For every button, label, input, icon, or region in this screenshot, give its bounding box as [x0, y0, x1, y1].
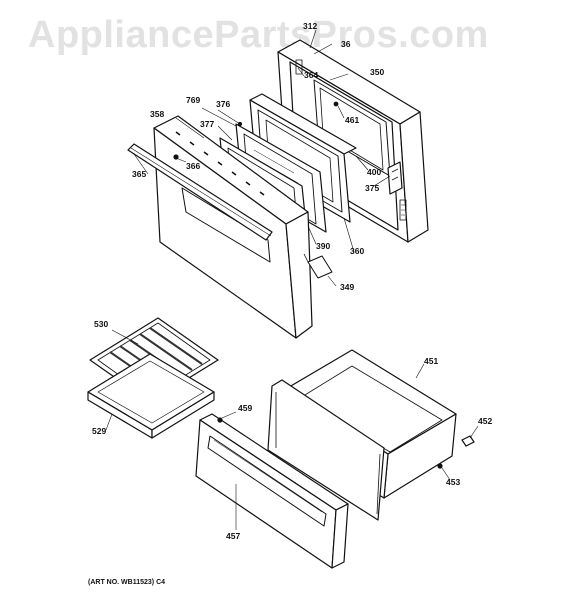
- art-number-note: (ART NO. WB11523) C4: [88, 579, 166, 586]
- callout-453: 453: [446, 477, 461, 487]
- glide-452: [461, 435, 475, 447]
- callout-350: 350: [370, 67, 385, 77]
- callout-390: 390: [316, 241, 331, 251]
- callout-312: 312: [303, 21, 318, 31]
- callout-358: 358: [150, 109, 165, 119]
- callout-769: 769: [186, 95, 201, 105]
- screw-461: [333, 101, 339, 107]
- callout-365: 365: [132, 169, 147, 179]
- handle-365: [127, 143, 273, 241]
- drawer-inner-panel: [267, 379, 385, 521]
- broiler-pan-529: [87, 353, 215, 439]
- watermark: AppliancePartsPros.com: [28, 14, 489, 56]
- insulation-349: [303, 253, 333, 279]
- callout-461: 461: [345, 115, 360, 125]
- callout-36: 36: [341, 39, 351, 49]
- callout-457: 457: [226, 531, 241, 541]
- screw-459: [217, 417, 223, 423]
- callout-400: 400: [367, 167, 382, 177]
- callout-530: 530: [94, 319, 109, 329]
- drawer-front-457: [195, 413, 349, 569]
- hinge-375: [387, 161, 403, 195]
- callout-360: 360: [350, 246, 365, 256]
- callout-529: 529: [92, 426, 107, 436]
- callout-452: 452: [478, 416, 493, 426]
- callout-366: 366: [186, 161, 201, 171]
- screw-366: [173, 154, 179, 160]
- callout-349: 349: [340, 282, 355, 292]
- callout-375: 375: [365, 183, 380, 193]
- callout-377: 377: [200, 119, 215, 129]
- callout-459: 459: [238, 403, 253, 413]
- screw-453: [437, 463, 443, 469]
- callout-364: 364: [304, 70, 319, 80]
- callout-376: 376: [216, 99, 231, 109]
- callout-451: 451: [424, 356, 439, 366]
- leader-lines: [105, 29, 479, 530]
